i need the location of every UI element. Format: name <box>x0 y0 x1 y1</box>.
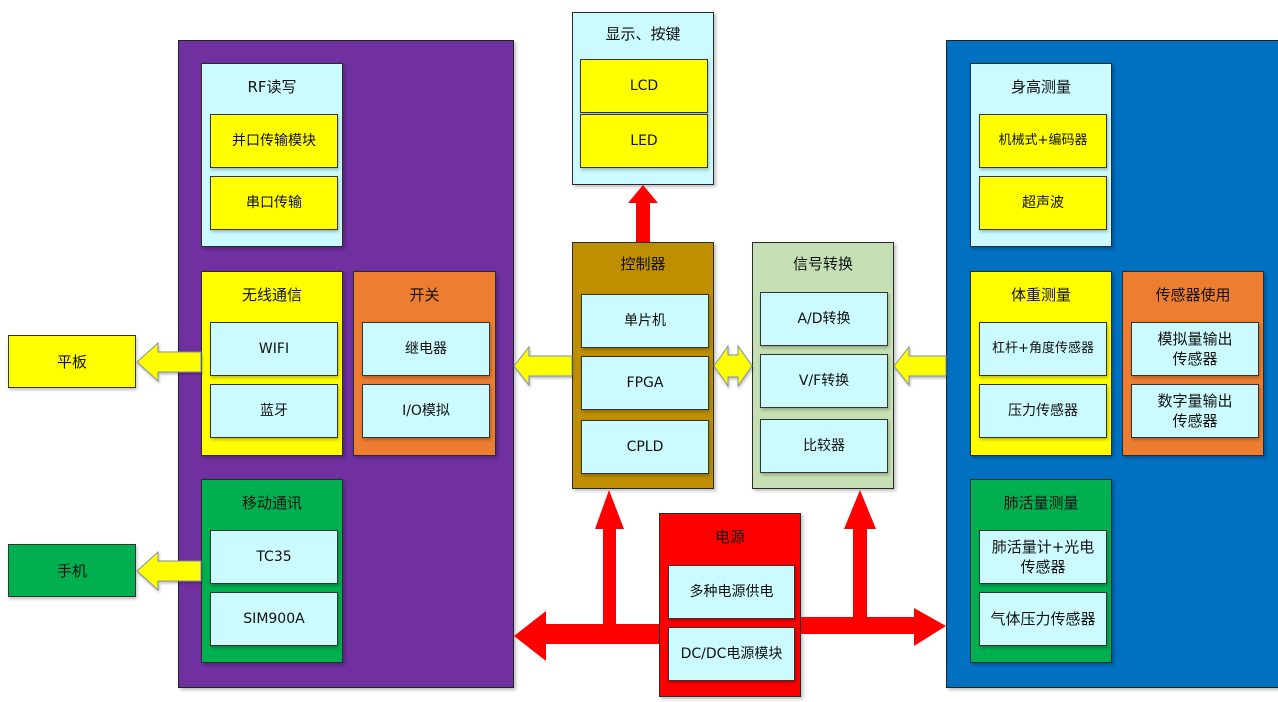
arrow-controller-to-comm <box>513 345 573 387</box>
arrow-controller-signal-bidirectional <box>713 344 753 388</box>
power-module: 电源 多种电源供电 DC/DC电源模块 <box>659 513 801 697</box>
sensor-usage-module: 传感器使用 模拟量输出传感器 数字量输出传感器 <box>1122 271 1264 456</box>
analog-output-sensor-label: 模拟量输出传感器 <box>1157 330 1233 368</box>
power-arrow-to-comm <box>514 617 659 645</box>
digital-output-sensor-block: 数字量输出传感器 <box>1131 384 1259 438</box>
arrow-measurement-to-signal <box>893 345 947 387</box>
weight-measurement-title: 体重测量 <box>1010 286 1071 304</box>
multi-power-supply-block: 多种电源供电 <box>668 565 795 619</box>
pressure-sensor-block: 压力传感器 <box>979 384 1107 438</box>
spirometer-photo-sensor-block: 肺活量计+光电传感器 <box>979 530 1107 584</box>
power-arrow-to-controller-head <box>595 490 624 529</box>
bluetooth-block: 蓝牙 <box>210 384 338 438</box>
power-arrow-left-head <box>514 611 546 661</box>
controller-title: 控制器 <box>620 255 666 273</box>
ultrasonic-block: 超声波 <box>979 176 1107 230</box>
signal-conversion-module: 信号转换 A/D转换 V/F转换 比较器 <box>752 242 894 489</box>
tablet-device: 平板 <box>8 335 136 388</box>
display-keys-module: 显示、按键 LCD LED <box>572 12 714 185</box>
ad-conversion-block: A/D转换 <box>760 292 888 346</box>
lcd-block: LCD <box>580 59 708 113</box>
weight-measurement-module: 体重测量 杠杆+角度传感器 压力传感器 <box>970 271 1112 456</box>
wireless-module: 无线通信 WIFI 蓝牙 <box>201 271 343 456</box>
power-arrow-to-signal-head <box>844 490 876 529</box>
power-bus-left <box>546 627 659 644</box>
signal-conversion-title: 信号转换 <box>792 255 853 273</box>
mobile-comm-module-title: 移动通讯 <box>241 494 302 512</box>
serial-transfer-block: 串口传输 <box>210 176 338 230</box>
fpga-block: FPGA <box>581 356 709 410</box>
display-keys-title: 显示、按键 <box>605 25 681 43</box>
wireless-module-title: 无线通信 <box>241 286 302 304</box>
spirometer-photo-sensor-label: 肺活量计+光电传感器 <box>991 538 1095 576</box>
lung-capacity-title: 肺活量测量 <box>1003 494 1079 512</box>
power-riser-signal <box>853 528 867 626</box>
analog-output-sensor-block: 模拟量输出传感器 <box>1131 322 1259 376</box>
tc35-block: TC35 <box>210 530 338 584</box>
parallel-transfer-block: 并口传输模块 <box>210 114 338 168</box>
power-title: 电源 <box>714 528 745 546</box>
comparator-block: 比较器 <box>760 419 888 473</box>
sim900a-block: SIM900A <box>210 592 338 646</box>
power-arrow-right-head <box>914 608 946 646</box>
lever-angle-sensor-block: 杠杆+角度传感器 <box>979 322 1107 376</box>
mcu-block: 单片机 <box>581 294 709 348</box>
controller-module: 控制器 单片机 FPGA CPLD <box>572 242 714 489</box>
rf-module-title: RF读写 <box>247 78 297 96</box>
gas-pressure-sensor-block: 气体压力传感器 <box>979 592 1107 646</box>
mechanical-encoder-block: 机械式+编码器 <box>979 114 1107 168</box>
led-block: LED <box>580 114 708 168</box>
arrow-mobile-to-phone <box>136 550 202 592</box>
vf-conversion-block: V/F转换 <box>760 354 888 408</box>
cpld-block: CPLD <box>581 420 709 474</box>
mobile-comm-module: 移动通讯 TC35 SIM900A <box>201 479 343 663</box>
height-measurement-title: 身高测量 <box>1010 78 1071 96</box>
height-measurement-module: 身高测量 机械式+编码器 超声波 <box>970 63 1112 247</box>
lung-capacity-module: 肺活量测量 肺活量计+光电传感器 气体压力传感器 <box>970 479 1112 663</box>
arrow-wireless-to-tablet <box>136 341 202 383</box>
wifi-block: WIFI <box>210 322 338 376</box>
phone-device: 手机 <box>8 544 136 597</box>
rf-module: RF读写 并口传输模块 串口传输 <box>201 63 343 247</box>
relay-block: 继电器 <box>362 322 490 376</box>
arrow-controller-to-display <box>628 185 658 242</box>
sensor-usage-title: 传感器使用 <box>1155 286 1231 304</box>
power-riser-controller <box>603 528 616 636</box>
dcdc-module-block: DC/DC电源模块 <box>668 627 795 681</box>
io-simulation-block: I/O模拟 <box>362 384 490 438</box>
switch-module: 开关 继电器 I/O模拟 <box>353 271 496 456</box>
digital-output-sensor-label: 数字量输出传感器 <box>1157 392 1233 430</box>
switch-module-title: 开关 <box>409 286 440 304</box>
